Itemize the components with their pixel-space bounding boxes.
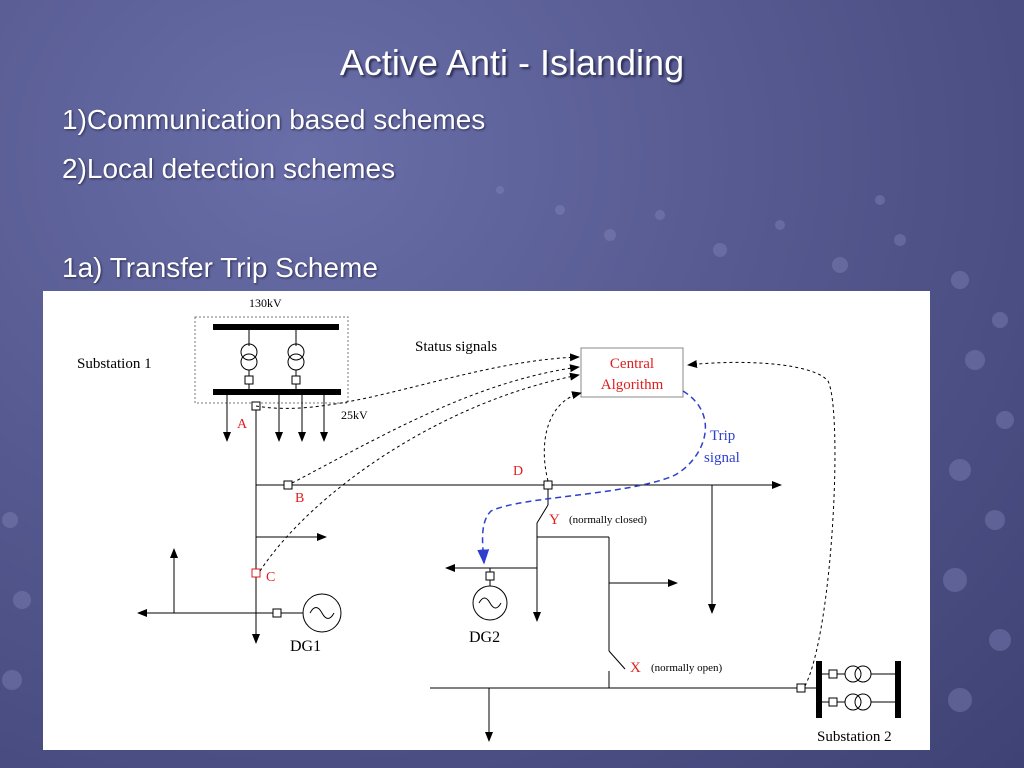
status-signal-c <box>259 372 580 572</box>
transformer-3-icon <box>822 665 895 683</box>
switch-y-label: Y <box>549 512 560 528</box>
switch-y-icon <box>536 504 549 524</box>
switch-x-icon <box>608 650 626 670</box>
dg2-breaker-icon <box>485 571 495 581</box>
substation-1-label: Substation 1 <box>77 356 152 372</box>
diagram-svg: 130kV Substation 1 25kV <box>77 296 901 745</box>
switch-x-label: X <box>630 660 641 676</box>
status-signal-sub2 <box>687 360 836 687</box>
substation-1: 130kV Substation 1 25kV <box>77 296 368 442</box>
dg1-breaker-icon <box>272 608 282 618</box>
dg2-label: DG2 <box>469 629 500 646</box>
transformer-4-icon <box>822 693 895 711</box>
central-algorithm-label-2: Algorithm <box>601 377 664 393</box>
substation-2-label: Substation 2 <box>817 729 892 745</box>
breaker-d-icon <box>543 480 553 490</box>
dg1-generator-icon <box>302 593 342 633</box>
main-feeder: A B D C DG1 <box>137 401 782 655</box>
status-signal-a <box>255 353 580 409</box>
point-c-label: C <box>266 570 275 585</box>
subheading-transfer-trip: 1a) Transfer Trip Scheme <box>62 252 378 283</box>
dg1-label: DG1 <box>290 638 321 655</box>
central-algorithm-label-1: Central <box>610 356 654 372</box>
lateral-y: Y (normally closed) DG2 X (normally open… <box>445 489 723 688</box>
voltage-130kv-label: 130kV <box>249 296 282 310</box>
transformer-2-icon <box>287 327 305 392</box>
substation-1-box <box>194 316 349 404</box>
point-b-label: B <box>295 491 304 506</box>
central-algorithm: Central Algorithm Status signals <box>415 339 684 398</box>
status-signal-lines <box>255 353 836 687</box>
trip-signal-line <box>477 390 707 565</box>
status-signal-b <box>291 364 580 484</box>
transfer-trip-diagram: 130kV Substation 1 25kV <box>43 291 930 750</box>
status-signal-d <box>543 391 582 482</box>
trip-signal-label-2: signal <box>704 450 740 466</box>
trip-signal-label-1: Trip <box>710 428 735 444</box>
switch-y-note: (normally closed) <box>569 514 647 526</box>
central-algorithm-box <box>580 347 684 398</box>
point-d-label: D <box>513 464 523 479</box>
transformer-1-icon <box>240 327 258 392</box>
substation-2: Substation 2 <box>430 661 901 745</box>
dg2-generator-icon <box>472 585 508 621</box>
slide-title: Active Anti - Islanding <box>339 42 685 83</box>
breaker-b-icon <box>283 480 293 490</box>
bullet-communication-schemes: 1)Communication based schemes <box>62 104 486 135</box>
point-a-label: A <box>237 417 248 432</box>
bullet-local-detection: 2)Local detection schemes <box>62 153 396 184</box>
voltage-25kv-label: 25kV <box>341 408 368 422</box>
breaker-sub2-icon <box>796 683 806 693</box>
breaker-c-icon <box>251 568 261 578</box>
switch-x-note: (normally open) <box>651 662 723 674</box>
status-signals-label: Status signals <box>415 339 497 355</box>
